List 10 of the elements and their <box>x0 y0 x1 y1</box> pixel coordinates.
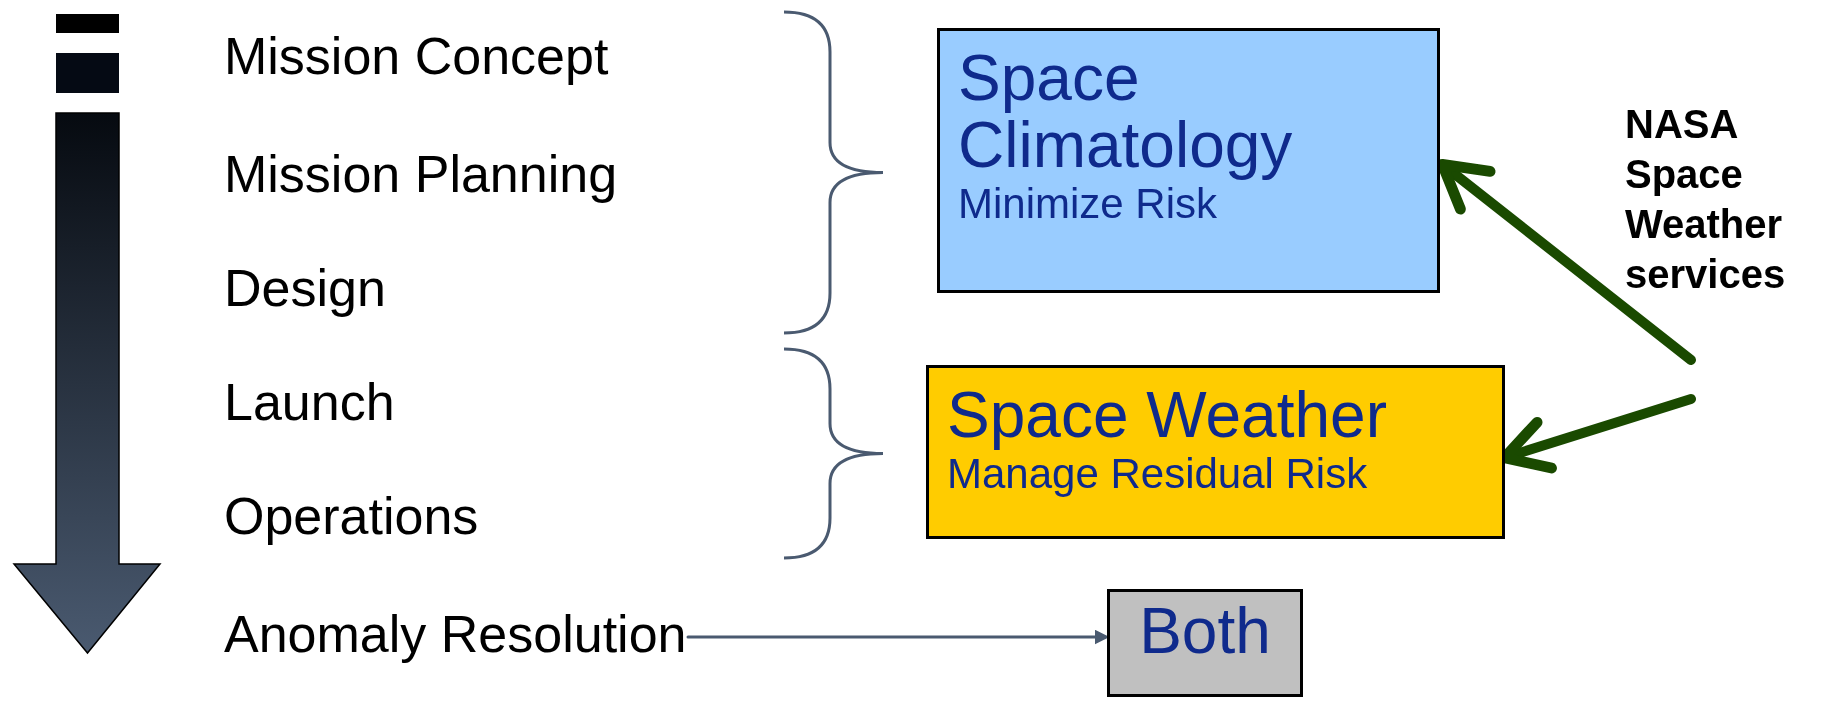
category-box <box>1107 589 1303 697</box>
note-text: NASA Space Weather services <box>1625 99 1820 299</box>
box-title: Both <box>1138 598 1272 666</box>
box-subtitle: Minimize Risk <box>958 180 1218 230</box>
category-box <box>937 28 1440 293</box>
phase-label: Launch <box>224 376 395 428</box>
box-title: Space Weather <box>947 382 1388 450</box>
box-title: Space Climatology <box>958 45 1294 180</box>
category-box <box>926 365 1505 539</box>
box-subtitle: Manage Residual Risk <box>947 450 1369 500</box>
